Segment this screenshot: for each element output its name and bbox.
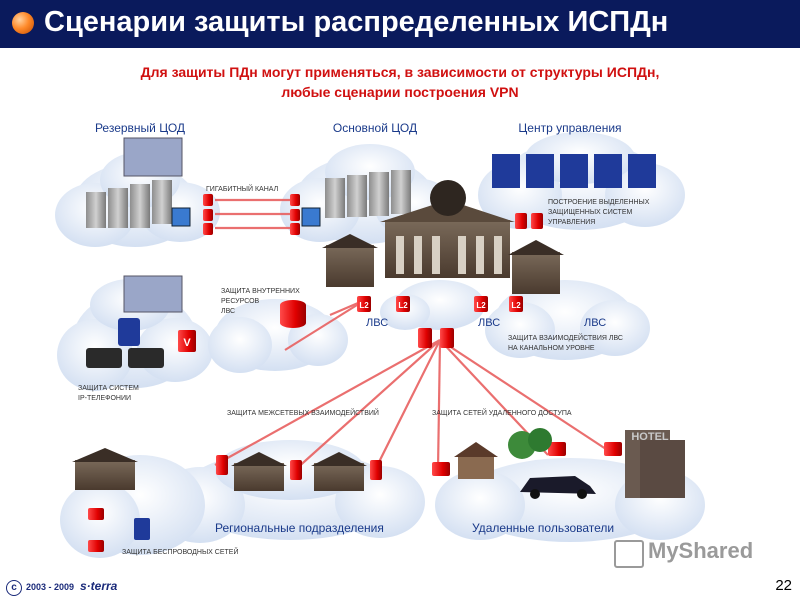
- l2-badge: L2: [359, 301, 369, 310]
- label-lan-3: ЛВС: [584, 317, 606, 329]
- page-number: 22: [775, 577, 792, 594]
- watermark: MyShared: [648, 538, 754, 563]
- label-lan-1: ЛВС: [366, 317, 388, 329]
- label-inner-3: ЛВС: [221, 308, 235, 315]
- page-title: Сценарии защиты распределенных ИСПДн: [44, 6, 669, 38]
- label-ip-phone-2: IP-ТЕЛЕФОНИИ: [78, 395, 131, 402]
- gigabit-devices: [203, 194, 300, 235]
- label-lan-interact-2: НА КАНАЛЬНОМ УРОВНЕ: [508, 345, 595, 352]
- label-control-center: Центр управления: [518, 121, 621, 135]
- watermark-icon: [614, 540, 644, 568]
- label-ip-phone-1: ЗАЩИТА СИСТЕМ: [78, 385, 139, 392]
- label-reserve-dc: Резервный ЦОД: [95, 121, 185, 135]
- label-lan-2: ЛВС: [478, 317, 500, 329]
- control-center-icons: [492, 154, 656, 229]
- l2-badge: L2: [476, 301, 486, 310]
- label-lan-interact-1: ЗАЩИТА ВЗАИМОДЕЙСТВИЯ ЛВС: [508, 333, 623, 342]
- cloud-lan-right: [485, 280, 650, 360]
- l2-badges: L2 L2 L2 L2: [359, 301, 521, 310]
- l2-badge: L2: [511, 301, 521, 310]
- title-bullet-icon: [12, 12, 34, 34]
- footer-years: 2003 - 2009: [26, 582, 75, 592]
- label-regional: Региональные подразделения: [215, 521, 384, 535]
- label-mgmt-1: ПОСТРОЕНИЕ ВЫДЕЛЕННЫХ: [548, 199, 650, 206]
- title-bar: Сценарии защиты распределенных ИСПДн: [0, 0, 800, 48]
- copyright-icon: c: [6, 580, 22, 596]
- ip-phones: V: [86, 275, 196, 368]
- label-inner-1: ЗАЩИТА ВНУТРЕННИХ: [221, 288, 300, 295]
- label-remote-users: Удаленные пользователи: [472, 521, 614, 535]
- hotel-sign: HOTEL: [631, 431, 669, 443]
- label-remote-access: ЗАЩИТА СЕТЕЙ УДАЛЕННОГО ДОСТУПА: [432, 408, 572, 417]
- label-inner-2: РЕСУРСОВ: [221, 298, 260, 305]
- subtitle-line-1: Для защиты ПДн могут применяться, в зави…: [140, 64, 660, 80]
- l2-badge: L2: [398, 301, 408, 310]
- subtitle-line-2: любые сценарии построения VPN: [281, 84, 519, 100]
- central-building: [322, 180, 564, 294]
- cloud-lan-center: [380, 280, 485, 330]
- reserve-dc-servers: [86, 137, 191, 228]
- label-gigabit-channel: ГИГАБИТНЫЙ КАНАЛ: [206, 184, 279, 193]
- label-mgmt-3: УПРАВЛЕНИЯ: [548, 219, 595, 226]
- diagram-labels: Резервный ЦОД Основной ЦОД Центр управле…: [78, 121, 650, 556]
- lan-devices: [88, 296, 622, 552]
- label-wireless: ЗАЩИТА БЕСПРОВОДНЫХ СЕТЕЙ: [122, 547, 239, 556]
- main-dc-servers: [301, 170, 411, 227]
- label-main-dc: Основной ЦОД: [333, 121, 417, 135]
- label-mgmt-2: ЗАЩИЩЕННЫХ СИСТЕМ: [548, 209, 632, 216]
- footer-brand: s·terra: [80, 579, 118, 593]
- subtitle: Для защиты ПДн могут применяться, в зави…: [40, 62, 760, 102]
- remote-users-scene: HOTEL: [454, 428, 685, 499]
- connection-lines: [214, 198, 616, 471]
- v-mark: V: [183, 337, 191, 349]
- regional-buildings: [72, 448, 367, 540]
- label-internetwork: ЗАЩИТА МЕЖСЕТЕВЫХ ВЗАИМОДЕЙСТВИЙ: [227, 408, 379, 417]
